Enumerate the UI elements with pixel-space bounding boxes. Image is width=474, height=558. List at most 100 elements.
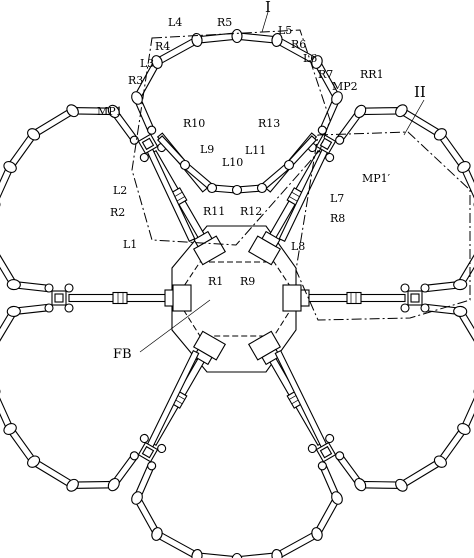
label-r10: R10 — [183, 117, 205, 130]
hub-core — [319, 445, 333, 459]
label-l7: L7 — [330, 192, 344, 205]
actuator-block — [282, 284, 302, 312]
label-rr1: RR1 — [360, 68, 384, 81]
revolute-joint — [27, 128, 41, 141]
revolute-joint — [231, 552, 243, 558]
region-label-ii: II — [414, 83, 426, 101]
hub-joint — [157, 443, 167, 454]
hub-joint — [400, 283, 410, 293]
label-r9: R9 — [240, 275, 255, 288]
label-r13: R13 — [258, 117, 280, 130]
hub-joint — [325, 152, 335, 163]
actuator-block — [172, 284, 192, 312]
revolute-joint — [311, 527, 323, 541]
diagonal-strut — [141, 137, 196, 243]
revolute-joint — [151, 55, 163, 69]
hub-joint — [129, 451, 139, 461]
outer-loop — [336, 303, 474, 492]
label-l2: L2 — [113, 184, 127, 197]
revolute-joint — [354, 104, 367, 119]
region-I-boundary — [131, 29, 331, 246]
label-r5: R5 — [217, 16, 232, 29]
loop-link — [236, 552, 278, 558]
region-label-i: I — [265, 0, 271, 16]
label-l9: L9 — [200, 143, 214, 156]
revolute-joint — [191, 548, 203, 558]
hub-joint — [64, 303, 74, 313]
hub-joint — [147, 125, 157, 135]
corner-hub — [307, 433, 345, 471]
label-l6: L6 — [303, 52, 317, 65]
outer-loop — [131, 463, 343, 558]
inner-joint — [179, 159, 191, 171]
hub-joint — [335, 451, 345, 461]
diagonal-strut — [144, 349, 200, 453]
inner-arc-chain — [157, 135, 317, 196]
loop-link — [398, 107, 443, 138]
label-r2: R2 — [110, 206, 125, 219]
loop-link — [196, 32, 238, 44]
label-r7: R7 — [318, 68, 333, 81]
revolute-joint — [0, 386, 1, 399]
hub-joint — [64, 283, 74, 293]
revolute-joint — [271, 32, 283, 48]
revolute-joint — [433, 128, 447, 141]
hub-core — [141, 445, 155, 459]
outer-loop — [0, 104, 138, 293]
loop-link — [0, 344, 16, 395]
inner-joint — [256, 182, 268, 194]
revolute-joint — [107, 104, 120, 119]
leader-II — [403, 99, 425, 136]
revolute-joint — [453, 305, 468, 317]
revolute-joint — [457, 161, 471, 173]
radial-leg — [68, 284, 192, 312]
hub-joint — [400, 303, 410, 313]
hub-joint — [139, 433, 149, 444]
corner-hub — [44, 283, 74, 313]
outer-loops — [0, 28, 474, 558]
inner-joint — [231, 184, 243, 196]
inner-joint — [206, 182, 218, 194]
label-r3: R3 — [128, 74, 143, 87]
label-r8: R8 — [330, 212, 345, 225]
loop-link — [196, 552, 238, 558]
revolute-joint — [331, 91, 343, 105]
revolute-joint — [0, 197, 1, 210]
revolute-joint — [395, 478, 408, 492]
loop-link — [0, 201, 16, 252]
revolute-joint — [107, 477, 120, 492]
revolute-joint — [395, 104, 408, 118]
leader-I — [261, 11, 269, 33]
loop-link — [31, 107, 76, 138]
corner-hub — [400, 283, 430, 313]
diagonal-strut — [278, 137, 334, 243]
hub-core — [410, 293, 420, 303]
hub-joint — [335, 135, 345, 145]
label-r4: R4 — [155, 40, 170, 53]
hub-joint — [147, 461, 157, 471]
hub-joint — [420, 303, 430, 313]
actuator-cap — [261, 230, 281, 248]
label-l10: L10 — [222, 156, 243, 169]
label-r12: R12 — [240, 205, 262, 218]
label-mp1p: MP1′ — [362, 172, 391, 185]
revolute-joint — [131, 91, 143, 105]
leader-fb — [139, 299, 211, 353]
revolute-joint — [231, 28, 243, 44]
hub-joint — [325, 433, 335, 444]
revolute-joint — [66, 104, 79, 118]
label-mp1: MP1 — [97, 105, 123, 118]
revolute-joint — [354, 477, 367, 492]
inner-joint — [283, 159, 295, 171]
revolute-joint — [151, 527, 163, 541]
diagonal-strut — [274, 349, 330, 453]
revolute-joint — [311, 55, 323, 69]
revolute-joint — [131, 491, 143, 505]
label-r11: R11 — [203, 205, 225, 218]
revolute-joint — [457, 423, 471, 435]
loop-link — [398, 458, 443, 489]
hub-joint — [420, 283, 430, 293]
revolute-joint — [3, 423, 17, 435]
